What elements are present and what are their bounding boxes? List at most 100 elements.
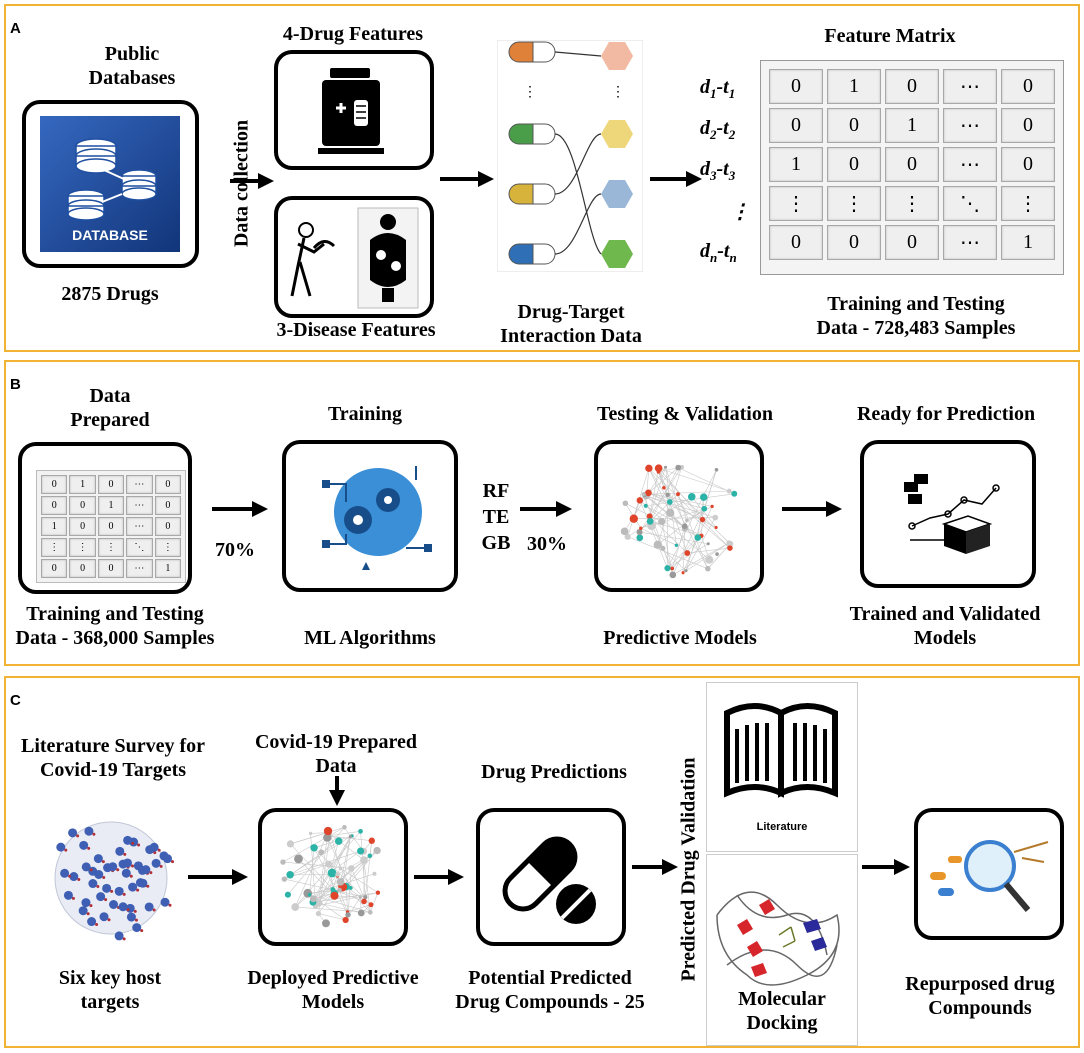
disease-icon [290, 207, 419, 309]
panel-c [4, 676, 1080, 1048]
ready-prediction-title: Ready for Prediction [856, 403, 1036, 425]
small-matrix-cell: 0 [154, 475, 182, 494]
matrix-cell: ⋱ [943, 186, 997, 221]
small-matrix-cell: 1 [41, 517, 68, 536]
pill-icon [502, 836, 596, 924]
arrow-c2 [414, 869, 464, 885]
arrow-c4 [862, 859, 910, 875]
ml-algorithms: ML Algorithms [304, 627, 436, 649]
matrix-row-label: d3-t3 [700, 158, 736, 183]
small-matrix-cell: ⋯ [126, 496, 153, 515]
arrow-b1 [212, 501, 268, 517]
small-matrix-cell: ⋯ [126, 475, 153, 494]
ready-box [860, 440, 1036, 588]
svg-text:⋮: ⋮ [523, 85, 537, 100]
network-icon-c [280, 825, 381, 928]
arrow-a3 [650, 171, 702, 187]
virus-icon [54, 821, 175, 941]
matrix-cell: 0 [827, 225, 881, 260]
matrix-cell: ⋯ [943, 69, 997, 104]
drug-target-interaction-graphic: ⋮ ⋮ [497, 40, 643, 272]
small-matrix-cell: 0 [97, 475, 125, 494]
small-matrix-cell: ⋮ [154, 538, 182, 557]
panel-b-label: B [10, 376, 21, 393]
matrix-cell: 0 [769, 225, 823, 260]
covid-prepared-title: Covid-19 Prepared Data [254, 731, 418, 777]
medicine-bottle-icon [318, 68, 384, 154]
disease-features-box [274, 196, 434, 318]
matrix-row-label: ⋮ [730, 201, 750, 223]
matrix-row: ⋮⋮⋮⋱⋮ [767, 184, 1057, 223]
small-matrix-cell: 1 [69, 475, 96, 494]
small-matrix-cell: ⋮ [41, 538, 68, 557]
small-matrix-cell: 0 [69, 496, 96, 515]
panel-a-label: A [10, 20, 21, 37]
database-box: DATABASE [22, 100, 199, 268]
repurposed-compounds: Repurposed drug Compounds [905, 973, 1055, 1019]
molecular-docking: Molecular Docking [738, 988, 826, 1034]
target-hexagons [601, 42, 633, 268]
training-title: Training [327, 403, 403, 425]
matrix-cell: ⋮ [827, 186, 881, 221]
predicted-validation-label: Predicted Drug Validation [677, 757, 700, 982]
literature-caption: Literature [756, 821, 808, 833]
drug-features-title: 4-Drug Features [282, 23, 424, 45]
arrow-a1 [230, 173, 274, 189]
matrix-cell: ⋮ [769, 186, 823, 221]
matrix-cell: 0 [1001, 147, 1055, 182]
small-matrix-cell: 0 [154, 496, 182, 515]
docking-image: Molecular Docking [706, 854, 858, 1046]
matrix-row-label: d1-t1 [700, 76, 736, 101]
small-matrix-cell: 0 [41, 496, 68, 515]
matrix-cell: 0 [827, 108, 881, 143]
matrix-cell: 0 [1001, 69, 1055, 104]
literature-image: Literature [706, 682, 858, 852]
small-matrix-cell: 0 [41, 475, 68, 494]
small-matrix-cell: 0 [97, 559, 125, 578]
small-matrix-cell: 1 [97, 496, 125, 515]
drug-predictions-box [476, 808, 626, 946]
arrow-c1 [188, 869, 248, 885]
disease-features-title: 3-Disease Features [276, 319, 436, 341]
matrix-cell: 1 [827, 69, 881, 104]
small-matrix-cell: ⋯ [126, 517, 153, 536]
potential-compounds: Potential Predicted Drug Compounds - 25 [455, 967, 645, 1013]
trained-validated: Trained and Validated Models [849, 603, 1041, 649]
matrix-cell: 0 [885, 225, 939, 260]
training-testing-a: Training and Testing Data - 728,483 Samp… [816, 293, 1016, 339]
matrix-cell: 0 [885, 69, 939, 104]
data-prepared-title: Data Prepared [70, 385, 150, 431]
matrix-cell: 0 [769, 108, 823, 143]
matrix-cell: 0 [827, 147, 881, 182]
testing-box [594, 440, 764, 592]
network-icon [620, 464, 738, 579]
matrix-cell: 1 [1001, 225, 1055, 260]
small-matrix-cell: 1 [154, 559, 182, 578]
small-matrix-cell: ⋮ [97, 538, 125, 557]
panel-c-label: C [10, 692, 21, 709]
analytics-icon [904, 474, 1000, 554]
matrix-cell: ⋯ [943, 225, 997, 260]
svg-text:⋮: ⋮ [611, 85, 625, 100]
matrix-cell: 1 [885, 108, 939, 143]
testing-validation-title: Testing & Validation [597, 403, 773, 425]
drugs-count: 2875 Drugs [61, 283, 159, 305]
database-badge-text: DATABASE [72, 227, 148, 243]
gears-icon [322, 466, 432, 570]
small-matrix-cell: 0 [41, 559, 68, 578]
small-matrix-cell: ⋱ [126, 538, 153, 557]
database-icon: DATABASE [40, 116, 180, 252]
pct-30: 30% [527, 533, 567, 555]
feature-matrix-title: Feature Matrix [824, 25, 956, 47]
matrix-cell: ⋯ [943, 108, 997, 143]
drug-predictions-title: Drug Predictions [481, 761, 627, 783]
dti-label: Drug-Target Interaction Data [500, 301, 642, 347]
public-databases-title: Public Databases [88, 43, 176, 89]
